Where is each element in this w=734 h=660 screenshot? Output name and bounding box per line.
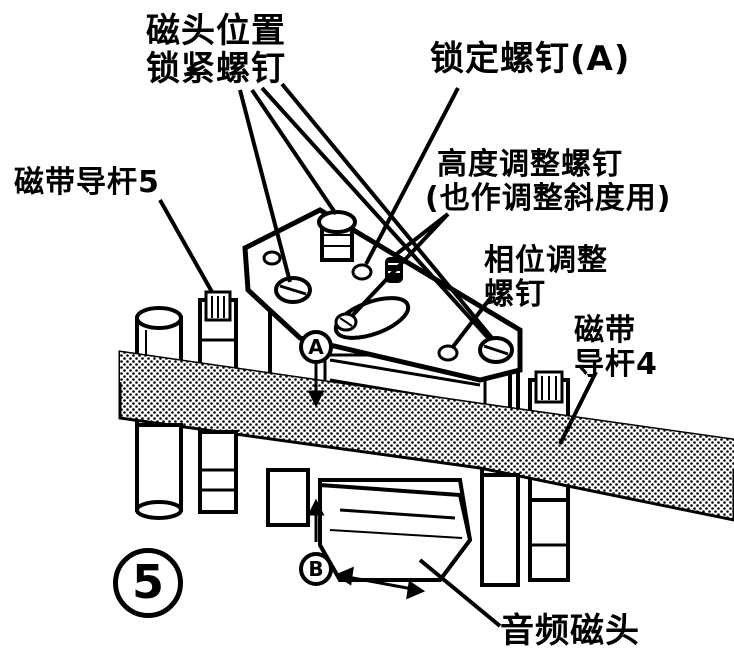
marker-a: A (299, 330, 333, 364)
lock-screw-a-drawing (351, 263, 373, 281)
label-phase-adjust-screw: 相位调整 螺钉 (484, 244, 608, 311)
label-height-adjust-screw: 高度调整螺钉 (也作调整斜度用) (425, 148, 671, 215)
leader-lock-screw-a (364, 87, 460, 265)
label-head-position-lock-screw-line1: 磁头位置 (146, 11, 286, 51)
label-lock-screw-a: 锁定螺钉(A) (430, 39, 631, 79)
marker-b-arrow (307, 498, 325, 542)
leader-lock-screw-4 (280, 82, 494, 340)
leader-lock-screw-3 (260, 86, 492, 342)
tape-overlay (120, 352, 734, 470)
leader-lines (158, 82, 598, 628)
leader-height-2 (350, 212, 450, 318)
head-position-lock-screw-top (317, 210, 357, 262)
label-phase-adjust-screw-line2: 螺钉 (484, 276, 546, 312)
marker-a-arrow (307, 364, 325, 408)
label-audio-head: 音频磁头 (500, 611, 640, 651)
leader-lock-screw-1 (238, 89, 292, 283)
leader-guide-5 (158, 199, 214, 293)
leader-phase (450, 294, 494, 350)
label-tape-guide-4-line2: 导杆4 (574, 346, 658, 382)
plate-hole-left (262, 250, 282, 266)
leader-lock-screw-2 (250, 88, 338, 216)
leader-guide-4 (558, 371, 598, 445)
label-head-position-lock-screw-line2: 锁紧螺钉 (146, 49, 286, 90)
label-head-position-lock-screw: 磁头位置 锁紧螺钉 (146, 12, 286, 88)
movement-double-arrow (334, 566, 426, 600)
label-tape-guide-4-line1: 磁带 (574, 313, 636, 348)
head-position-lock-screw-front (274, 276, 312, 304)
leader-audio-head (418, 558, 502, 628)
height-adjust-screw-front (334, 312, 358, 332)
label-phase-adjust-screw-line1: 相位调整 (484, 243, 608, 278)
post-bottoms (135, 423, 570, 587)
label-height-adjust-screw-line1: 高度调整螺钉 (437, 147, 623, 182)
head-position-lock-screw-right (478, 336, 514, 364)
marker-b: B (299, 552, 333, 586)
figure-number: 5 (113, 548, 183, 618)
label-tape-guide-5: 磁带导杆5 (14, 165, 160, 200)
label-tape-guide-4: 磁带 导杆4 (574, 314, 658, 381)
label-height-adjust-screw-line2: (也作调整斜度用) (425, 180, 672, 216)
phase-adjust-screw-drawing (437, 344, 459, 362)
